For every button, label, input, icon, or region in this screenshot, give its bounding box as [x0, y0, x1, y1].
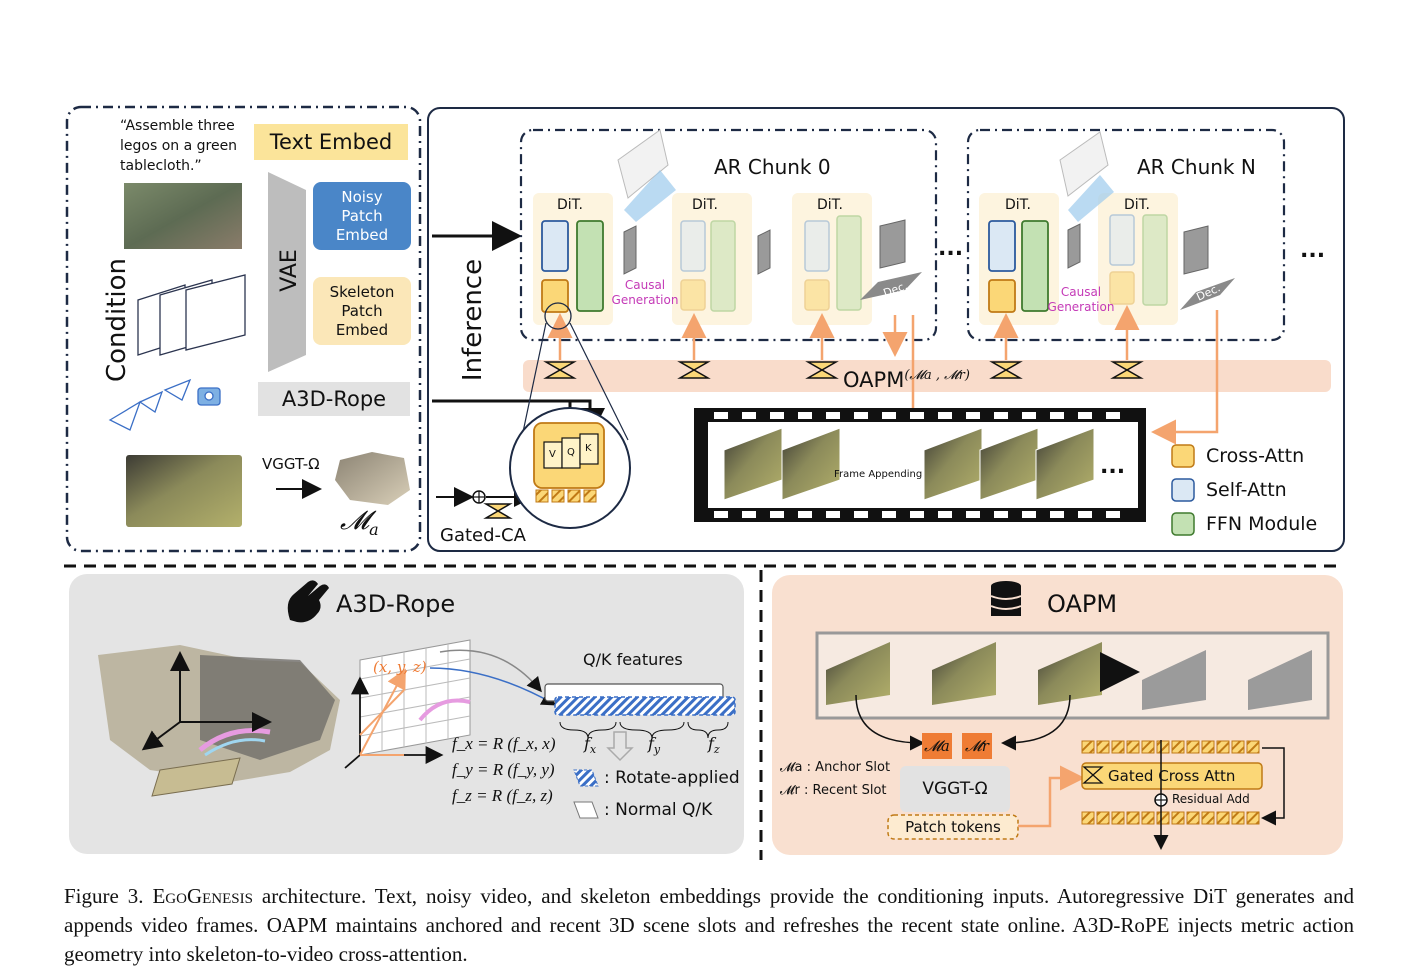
- equation-fx: f_x = R (f_x, x): [452, 734, 556, 753]
- recent-slot-label: 𝓜r : Recent Slot: [780, 783, 887, 798]
- vae-label: VAE: [276, 249, 302, 292]
- figure-caption: Figure 3. EgoGenesis architecture. Text,…: [64, 882, 1354, 969]
- latent-slabs: [623, 219, 1209, 275]
- attention-grid-icons: [617, 129, 1109, 199]
- normal-qk-label: : Normal Q/K: [604, 800, 713, 820]
- fx-mark: fx: [584, 734, 597, 757]
- vae-encoder: [268, 172, 306, 372]
- vggt-box-label: VGGT-Ω: [922, 779, 988, 799]
- decoder-wedge: [860, 272, 922, 300]
- noisy-patch-embed-box: Noisy Patch Embed: [313, 182, 411, 250]
- gated-ca-label: Gated-CA: [440, 525, 526, 546]
- caption-prefix: Figure 3.: [64, 884, 144, 908]
- rotate-applied-label: : Rotate-applied: [604, 768, 740, 788]
- legend-swatch-self: [1171, 478, 1195, 502]
- frame-appending-label: Frame Appending: [834, 469, 923, 480]
- ar-chunk-0-title: AR Chunk 0: [714, 155, 831, 179]
- condition-label: Condition: [102, 257, 133, 383]
- causal-generation-label-n: Causal Generation: [1047, 285, 1115, 314]
- vggt-label: VGGT-Ω: [262, 455, 320, 473]
- dit-label-3: DiT.: [817, 197, 844, 213]
- fy-mark: fy: [648, 734, 661, 757]
- oapm-bar-label: OAPM(𝓜a , 𝓜r): [843, 368, 970, 392]
- caption-text: architecture. Text, noisy video, and ske…: [64, 884, 1354, 966]
- anchor-point-cloud: [335, 452, 410, 505]
- dit-label-2: DiT.: [692, 197, 719, 213]
- point-label: (x, y, z): [373, 658, 427, 676]
- legend-cross-attn: Cross-Attn: [1206, 445, 1305, 467]
- gated-cross-attn-label: Gated Cross Attn: [1108, 767, 1236, 785]
- legend-swatch-ffn: [1171, 512, 1195, 536]
- prompt-text: “Assemble three legos on a green tablecl…: [120, 118, 238, 174]
- qk-features-label: Q/K features: [583, 650, 683, 669]
- token-row-bottom: [1081, 811, 1260, 825]
- oapm-frames: [826, 642, 1102, 705]
- ellipsis-1: ...: [938, 236, 964, 261]
- legend-self-attn: Self-Attn: [1206, 479, 1287, 501]
- oapm-panel-title: OAPM: [1047, 590, 1118, 618]
- dit-label-1: DiT.: [557, 197, 584, 213]
- scene-photo: [126, 455, 242, 527]
- oapm-bar-title: OAPM: [843, 368, 905, 392]
- inference-label: Inference: [458, 258, 489, 382]
- dit-label-5: DiT.: [1124, 197, 1151, 213]
- causal-generation-label: Causal Generation: [611, 278, 679, 307]
- normal-qk-swatch: [573, 801, 599, 819]
- inference-panel: [427, 107, 1345, 552]
- anchor-map-sub: a: [369, 520, 379, 540]
- a3d-rope-box: A3D-Rope: [258, 382, 410, 416]
- token-row-top: [1081, 740, 1260, 754]
- skeleton-frames: [137, 274, 246, 356]
- ar-chunk-n-title: AR Chunk N: [1137, 155, 1256, 179]
- caption-name: EgoGenesis: [152, 884, 253, 908]
- qk-rotated-bar: [554, 696, 736, 716]
- database-icon: [990, 581, 1022, 616]
- ellipsis-2: ...: [1300, 238, 1326, 263]
- noisy-video-image: [124, 183, 242, 249]
- hand-icon: [287, 580, 329, 623]
- zoom-circle-small: [544, 302, 572, 330]
- k-label: K: [585, 443, 592, 454]
- text-embed-box: Text Embed: [254, 124, 408, 160]
- gated-cross-attn-box: [1081, 762, 1263, 790]
- residual-add-label: Residual Add: [1172, 792, 1250, 806]
- condition-panel: [65, 105, 422, 553]
- camera-frustum-icons: [108, 378, 221, 431]
- anchor-slot-label: 𝓜a : Anchor Slot: [780, 760, 891, 775]
- oapm-bar-args: (𝓜a , 𝓜r): [904, 368, 970, 383]
- fz-mark: fz: [708, 734, 720, 757]
- fy-mark-f: f: [648, 734, 654, 753]
- gate-icons: [483, 361, 1144, 519]
- dit-label-4: DiT.: [1005, 197, 1032, 213]
- film-ellipsis: ...: [1100, 454, 1126, 479]
- empty-slots: [1142, 650, 1312, 710]
- v-label: V: [549, 449, 556, 460]
- legend-ffn: FFN Module: [1206, 513, 1318, 535]
- fx-mark-f: f: [584, 734, 590, 753]
- a3d-panel-title: A3D-Rope: [336, 590, 456, 618]
- ma-label: 𝓜a: [924, 737, 950, 755]
- qk-token-row: [535, 489, 597, 503]
- mr-label: 𝓜r: [965, 737, 989, 755]
- ma-box: [922, 733, 952, 759]
- patch-tokens-label: Patch tokens: [905, 818, 1001, 836]
- rotate-applied-swatch: [573, 769, 599, 787]
- q-label: Q: [567, 447, 575, 458]
- equation-fy: f_y = R (f_y, y): [452, 760, 555, 779]
- legend-swatch-cross: [1171, 444, 1195, 468]
- anchor-map-symbol: 𝓜: [340, 506, 370, 536]
- vggt-box: [900, 766, 1010, 812]
- equation-fz: f_z = R (f_z, z): [452, 786, 553, 805]
- skeleton-patch-embed-box: Skeleton Patch Embed: [313, 277, 411, 345]
- fz-mark-f: f: [708, 734, 714, 753]
- mr-box: [962, 733, 992, 759]
- anchor-map-label: 𝓜a: [340, 506, 379, 539]
- dit-blocks: [533, 193, 1178, 325]
- decoder-wedge-n: [1180, 278, 1235, 310]
- film-frames: [723, 427, 1095, 501]
